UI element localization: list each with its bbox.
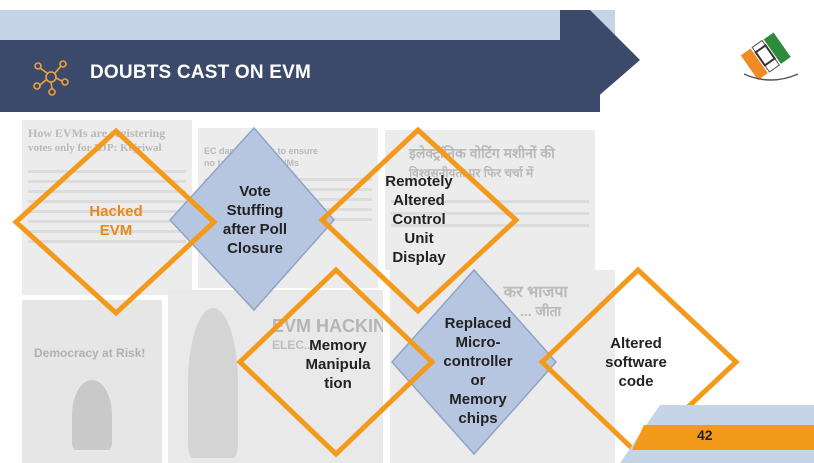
person-photo — [188, 308, 238, 458]
page-number: 42 — [697, 427, 713, 443]
diamond-vote-stuffing — [168, 126, 335, 312]
clipping-3-subline: विश्वसनीयता पर फिर चर्चा में — [409, 166, 534, 180]
clipping-6-headline: ... कर भाजपा — [486, 284, 568, 301]
label-memory-manipulation: Memory Manipula tion — [305, 337, 371, 392]
header-band — [0, 40, 600, 112]
label-remotely-altered: Remotely Altered Control Unit Display — [385, 173, 453, 266]
footer-tab — [620, 405, 814, 463]
clipping-1-headline: How EVMs are registering — [28, 126, 166, 140]
clipping-4-headline: Democracy at Risk! — [34, 346, 146, 360]
election-commission-logo — [740, 32, 799, 81]
clipping-6-subline: ... जीता — [520, 303, 562, 319]
label-replaced-chips: Replaced Micro-controller or Memory chip… — [443, 315, 513, 427]
label-altered-code: Altered software code — [605, 335, 667, 390]
page-title: DOUBTS CAST ON EVM — [90, 62, 312, 83]
clipping-5-headline: EVM HACKING — [272, 316, 383, 336]
clipping-5-subline: ELEC... — [272, 338, 315, 352]
network-nodes-icon — [33, 60, 69, 96]
label-vote-stuffing: Vote Stuffing after Poll Closure — [222, 183, 288, 257]
label-hacked-evm: Hacked EVM — [89, 203, 143, 239]
clipping-3: इलेक्ट्रॉनिक वोटिंग मशीनों की विश्वसनीयत… — [385, 130, 595, 270]
clipping-5: EVM HACKING ELEC... — [168, 290, 383, 463]
diamond-memory-manipulation — [236, 266, 436, 458]
diamond-hacked-evm — [12, 127, 218, 317]
clipping-4: Democracy at Risk! — [22, 300, 162, 463]
diamond-replaced-chips — [390, 268, 558, 456]
header-top-band — [0, 10, 615, 40]
diamond-remotely-altered — [318, 126, 520, 315]
header-arrow — [560, 10, 640, 112]
